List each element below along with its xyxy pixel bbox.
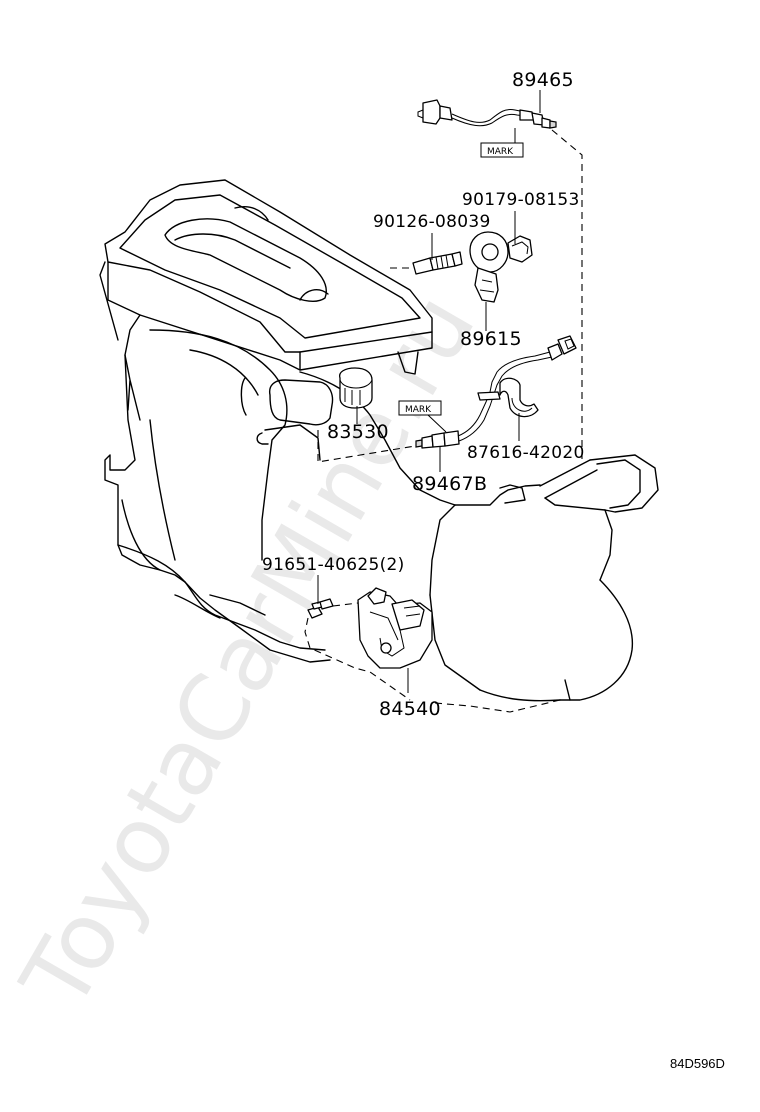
oxygen-sensor-89467b [415,391,495,449]
label-89467b: 89467B [412,473,487,495]
oil-pressure-switch-83530 [339,367,373,409]
oxygen-sensor-89465 [417,99,557,129]
label-90126-08039: 90126-08039 [373,212,491,232]
mark-tag-upper: MARK [480,142,524,158]
mark-tag-lower-text: MARK [405,405,432,415]
nut-90179 [507,235,533,263]
label-83530: 83530 [327,421,389,443]
label-90179-08153: 90179-08153 [462,190,580,210]
stud-bolt-90126 [412,251,463,275]
label-89465: 89465 [512,69,574,91]
engine-block [99,179,659,702]
sensor-harness [477,335,577,401]
label-87616-42020: 87616-42020 [467,443,585,463]
leader-lines [317,90,541,693]
label-91651-40625: 91651-40625(2) [262,555,405,575]
label-84540: 84540 [379,698,441,720]
mark-tag-lower: MARK [398,400,442,416]
harness-clamp-87616 [499,377,539,418]
label-89615: 89615 [460,328,522,350]
knock-sensor-89615 [469,231,509,303]
diagram-code: 84D596D [670,1056,725,1071]
mark-tag-upper-text: MARK [487,147,514,157]
neutral-start-switch-84540 [357,587,433,669]
